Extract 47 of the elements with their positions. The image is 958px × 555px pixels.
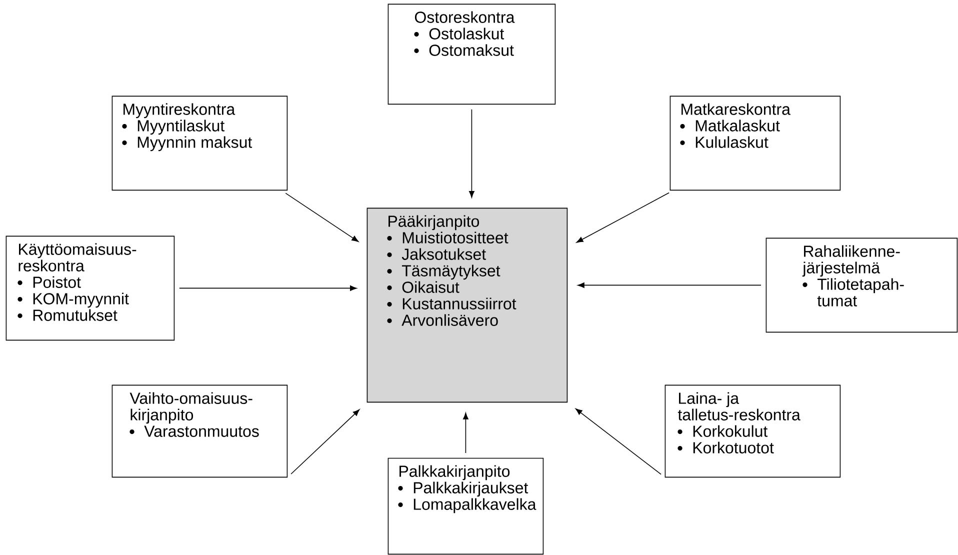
list-item: Korkotuotot [693, 442, 774, 454]
subledger-box [670, 96, 841, 191]
list-item: Myyntilaskut [138, 120, 224, 135]
box-heading: Käyttöomaisuus-reskontra [18, 243, 136, 272]
list-item: Palkkakirjaukset [414, 482, 528, 497]
arrow [179, 286, 357, 291]
list-item: KOM-myynnit [33, 292, 129, 308]
subledger-box [388, 4, 556, 105]
arrow [290, 409, 360, 474]
arrow [575, 408, 662, 475]
subledger-box [112, 96, 288, 191]
list-item: Arvonlisävero [402, 314, 498, 326]
list-item: Varastonmuutos [144, 426, 259, 437]
subledger-box [664, 384, 841, 478]
list-item: Oikaisut [402, 281, 460, 293]
list-item: Tiliotetapah-tumat [817, 278, 904, 306]
box-heading: Rahaliikenne-järjestelmä [802, 245, 900, 277]
list-item: Korkokulut [693, 425, 768, 437]
list-item: Poistot [33, 276, 81, 288]
list-item: Matkalaskut [696, 120, 780, 132]
subledger-box [6, 236, 175, 341]
arrow [463, 412, 468, 454]
list-item: Myynnin maksut [138, 136, 252, 152]
arrow [576, 192, 670, 243]
box-heading: Laina- ja talletus-reskontra [678, 392, 800, 420]
list-item: Kustannussiirrot [402, 298, 516, 310]
box-heading: Palkkakirjanpito [400, 465, 510, 480]
list-item: Ostolaskut [429, 28, 504, 40]
box-heading: Matkareskontra [682, 103, 790, 115]
box-heading: Pääkirjanpito [388, 215, 479, 230]
list-item: Ostomaksut [429, 44, 514, 56]
list-item: Jaksotukset [402, 248, 486, 260]
box-heading: Ostoreskontra [414, 11, 515, 23]
arrow [578, 282, 762, 288]
ledger-box [366, 208, 568, 403]
arrow [469, 109, 474, 198]
list-item: Täsmäytykset [402, 264, 500, 280]
arrow [285, 192, 359, 242]
box-heading: Myyntireskontra [124, 103, 236, 118]
subledger-box [766, 238, 958, 333]
list-item: Kululaskut [696, 136, 768, 148]
subledger-box [388, 458, 544, 555]
list-item: Romutukset [33, 309, 118, 321]
box-heading: Vaihto-omaisuus-kirjanpito [130, 392, 252, 424]
list-item: Muistiotositteet [402, 232, 508, 244]
list-item: Lomapalkkavelka [414, 498, 536, 514]
subledger-box [112, 384, 288, 478]
